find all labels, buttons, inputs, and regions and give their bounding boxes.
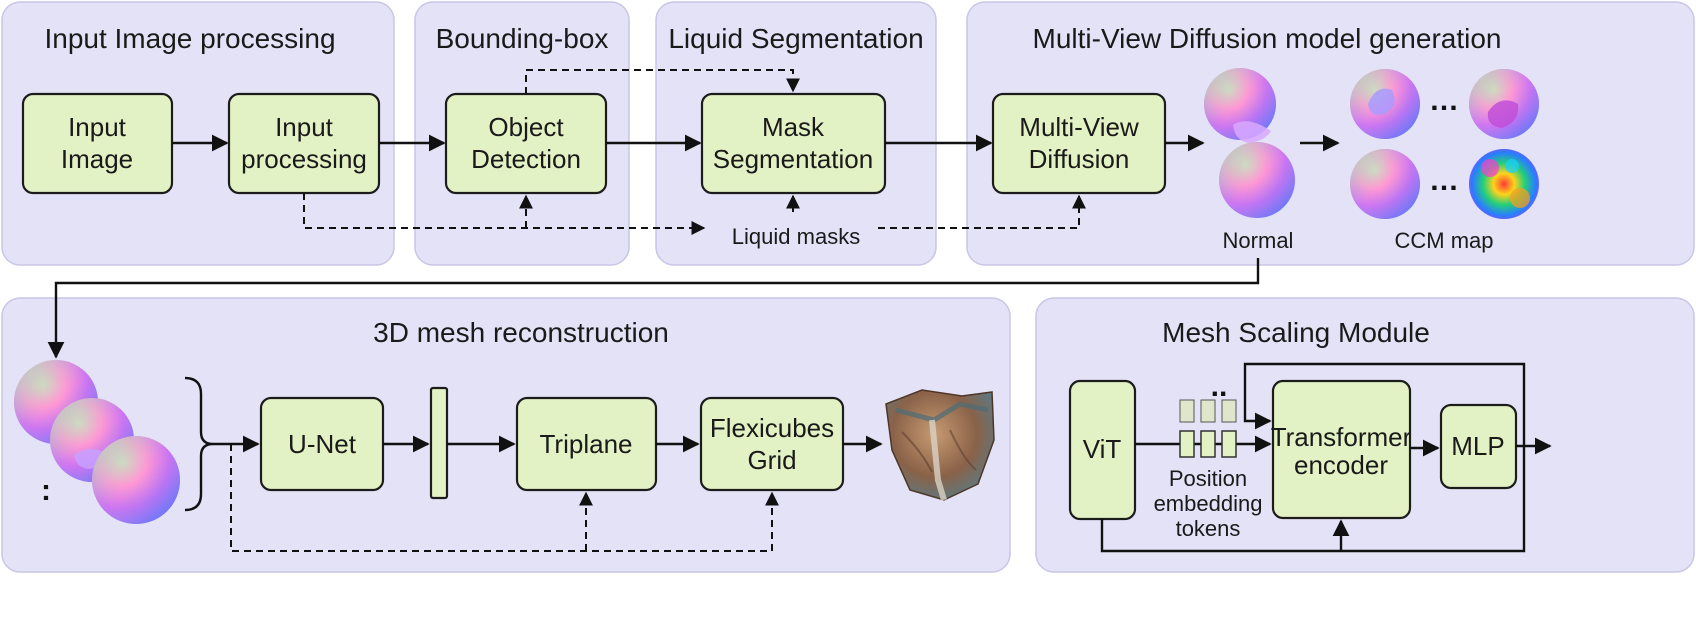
tokens-more-dots: .. [1211,370,1228,403]
position-label-1: Position [1169,466,1247,491]
flexicubes-label-1: Flexicubes [710,413,834,443]
input-image-label-2: Image [61,144,133,174]
ccm-ellipsis-bottom: … [1429,164,1459,197]
position-label-3: tokens [1176,516,1241,541]
object-detection-label-1: Object [488,112,564,142]
flexicubes-box [699,396,845,492]
panel-title-mesh-reconstruction: 3D mesh reconstruction [373,317,669,348]
loop-output-to-transformer [1243,362,1526,446]
loop-vit-bottom [1100,446,1526,553]
dashed-to-flexicubes [230,444,779,552]
ccm-ellipsis-top: … [1429,84,1459,117]
mask-segmentation-label-2: Segmentation [713,144,873,174]
arrow-normal-to-reconstruction [47,258,1260,359]
mask-segmentation-label-1: Mask [762,112,825,142]
reconstructed-mesh-icon [885,389,995,501]
object-detection-label-2: Detection [471,144,581,174]
normal-label: Normal [1223,228,1294,253]
input-processing-label-1: Input [275,112,334,142]
input-processing-label-2: processing [241,144,367,174]
panel-title-mesh-scaling: Mesh Scaling Module [1162,317,1430,348]
embedding-token-icon [1179,399,1237,458]
transformer-encoder-box [1271,379,1412,520]
ccm-map-label: CCM map [1394,228,1493,253]
unet-label: U-Net [288,429,357,459]
dashed-processing-to-masks [303,193,706,235]
triplane-label: Triplane [540,429,633,459]
normal-map-sphere-icon [1204,68,1295,218]
transformer-label-2: encoder [1294,450,1388,480]
spheres-more-dots: : [41,474,51,507]
input-image-label-1: Input [68,112,127,142]
dashed-masks-to-diffusion [878,194,1086,229]
panel-mesh-reconstruction [1,297,1011,573]
liquid-masks-label: Liquid masks [732,224,860,249]
panel-input-processing [1,1,395,266]
input-normal-spheres-icon [14,360,180,524]
feature-vector-bar [429,386,449,500]
panel-title-bounding-box: Bounding-box [436,23,609,54]
flexicubes-label-2: Grid [747,445,796,475]
transformer-label-1: Transformer [1271,422,1412,452]
panel-title-liquid-segmentation: Liquid Segmentation [668,23,923,54]
vit-label: ViT [1083,434,1122,464]
panel-title-multiview: Multi-View Diffusion model generation [1033,23,1502,54]
multiview-diffusion-label-2: Diffusion [1029,144,1130,174]
multiview-diffusion-label-1: Multi-View [1019,112,1139,142]
ccm-map-sphere-icon [1350,69,1539,219]
dashed-bbox-to-mask [525,69,800,94]
position-label-2: embedding [1154,491,1263,516]
panel-title-input-processing: Input Image processing [44,23,335,54]
mlp-label: MLP [1451,431,1504,461]
